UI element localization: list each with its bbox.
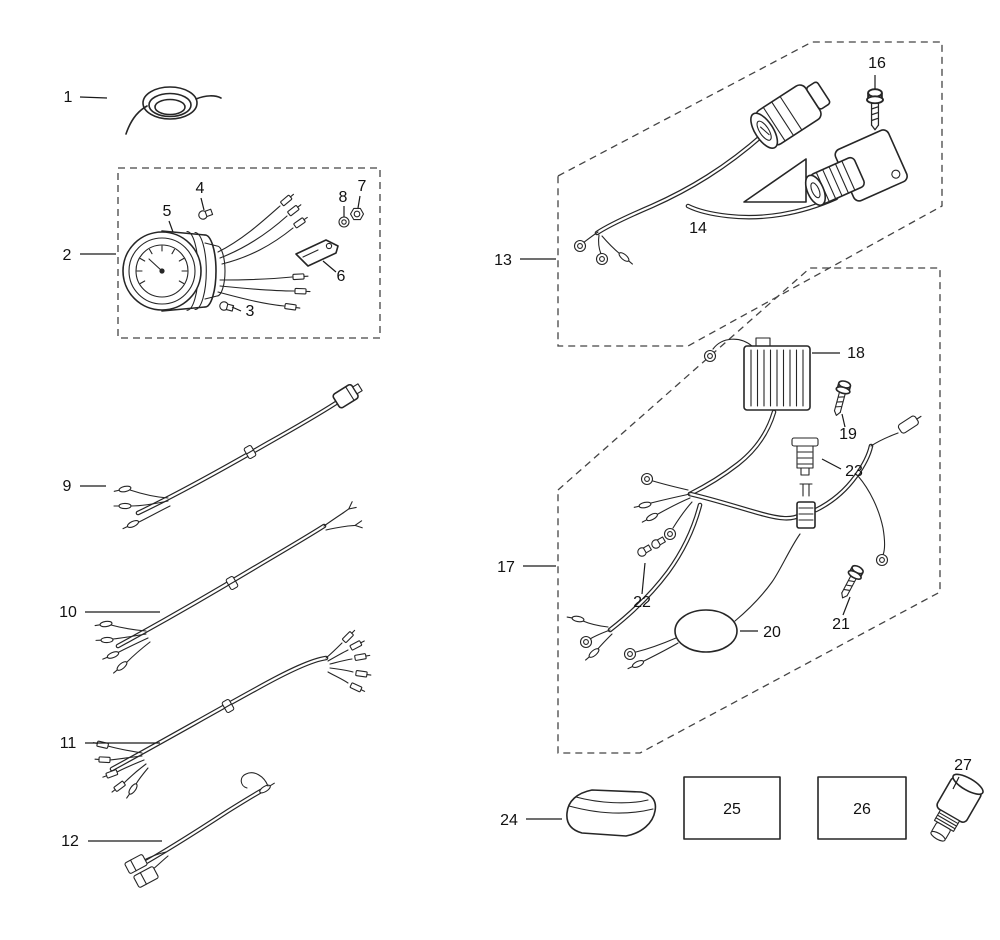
callout-17: 17 — [497, 559, 515, 576]
leader-21 — [842, 596, 851, 616]
callout-5: 5 — [163, 203, 172, 220]
callout-6: 6 — [337, 268, 346, 285]
part-12-harness — [124, 772, 277, 888]
part-9-harness — [113, 383, 363, 532]
part-14-switch-with-plate — [804, 129, 908, 207]
callout-3: 3 — [246, 303, 255, 320]
callout-18: 18 — [847, 345, 865, 362]
part-22-bulb — [649, 535, 667, 551]
leader-6 — [322, 260, 337, 273]
callout-2: 2 — [63, 247, 72, 264]
part-3-bulb — [218, 300, 235, 313]
leader-23 — [821, 458, 842, 470]
leader-4 — [200, 197, 205, 211]
part-27-cap — [930, 773, 984, 842]
callout-19: 19 — [839, 426, 857, 443]
part-8-washer — [338, 216, 350, 228]
leader-3 — [231, 306, 242, 312]
part-1-wire-coil — [125, 86, 222, 135]
part-19-screw — [828, 378, 854, 418]
group-13-dashed-box — [557, 41, 943, 347]
callout-25: 25 — [723, 801, 741, 818]
part-11-harness — [92, 628, 372, 801]
callout-11: 11 — [60, 735, 77, 752]
part-18-rectifier — [703, 337, 811, 411]
leader-19 — [841, 413, 846, 428]
part-17-main-harness — [566, 409, 922, 672]
callout-22: 22 — [633, 594, 651, 611]
leader-22 — [641, 562, 646, 595]
part-24-pouch — [566, 789, 657, 837]
callout-9: 9 — [63, 478, 72, 495]
callout-7: 7 — [358, 178, 367, 195]
part-16-screw — [866, 88, 884, 131]
group-17-dashed-box — [557, 267, 941, 754]
part-23-fuse-holder — [791, 437, 819, 497]
leader-1 — [79, 96, 108, 99]
callout-labels: 1 2 3 4 5 6 7 8 9 10 11 12 13 14 16 17 1… — [59, 55, 972, 850]
leader-7 — [357, 195, 361, 209]
callout-13: 13 — [494, 252, 512, 269]
group-2-gauge-kit — [117, 167, 381, 339]
part-25-box — [683, 776, 781, 840]
group-13-ignition-switch-kit — [557, 41, 943, 347]
part-26-box — [817, 776, 907, 840]
part-21-screw — [835, 562, 867, 602]
part-22-bulb — [635, 543, 653, 559]
callout-27: 27 — [954, 757, 972, 774]
callout-16: 16 — [868, 55, 886, 72]
callout-14: 14 — [689, 220, 707, 237]
callout-26: 26 — [853, 801, 871, 818]
part-20-wire-loop — [674, 609, 738, 653]
leader-5 — [168, 220, 174, 233]
callout-24: 24 — [500, 812, 518, 829]
group-17-electrical-kit — [557, 267, 941, 754]
callout-20: 20 — [763, 624, 781, 641]
callout-21: 21 — [832, 616, 850, 633]
part-14-ignition-switch-harness — [573, 129, 839, 267]
callout-10: 10 — [59, 604, 77, 621]
part-7-hex-nut — [349, 207, 365, 221]
callout-8: 8 — [339, 189, 348, 206]
callout-23: 23 — [845, 463, 863, 480]
callout-4: 4 — [196, 180, 205, 197]
callout-1: 1 — [64, 89, 73, 106]
part-6-bracket — [295, 239, 339, 267]
part-4-bulb — [197, 207, 214, 221]
pointer-triangle — [743, 158, 807, 203]
callout-12: 12 — [61, 833, 79, 850]
leader-27 — [952, 776, 960, 790]
part-10-harness — [94, 501, 363, 676]
part-5-gauge — [122, 191, 311, 312]
part-14-key-switch — [750, 81, 831, 149]
